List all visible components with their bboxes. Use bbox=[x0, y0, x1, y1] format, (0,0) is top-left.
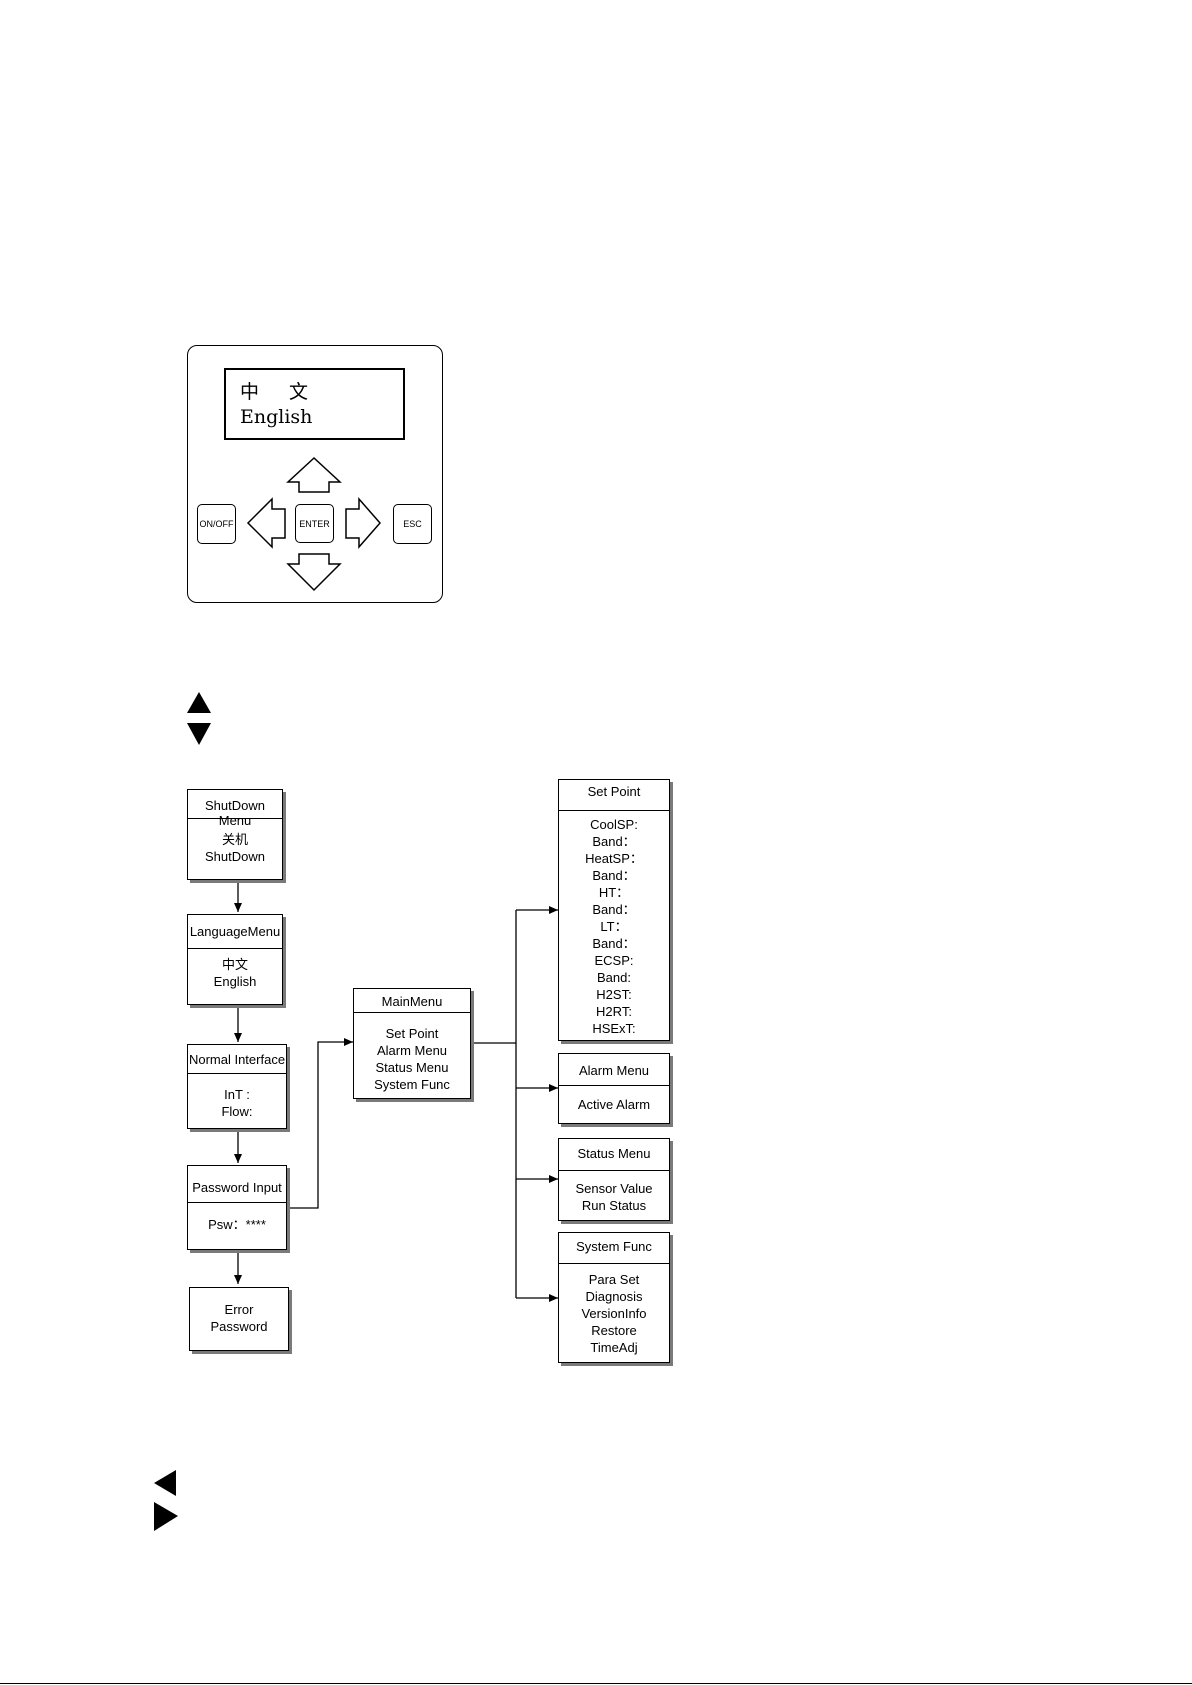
set-point-item: LT： bbox=[600, 919, 628, 934]
down-arrow-key[interactable] bbox=[286, 553, 342, 592]
set-point-item: Band： bbox=[592, 936, 636, 951]
down-triangle-icon bbox=[187, 723, 211, 745]
shutdown-menu-box: ShutDown Menu 关机 ShutDown bbox=[187, 789, 283, 880]
language-menu-title: LanguageMenu bbox=[189, 924, 281, 939]
right-triangle-icon bbox=[154, 1502, 178, 1531]
enter-button[interactable]: ENTER bbox=[295, 504, 334, 543]
shutdown-menu-title: ShutDown Menu bbox=[205, 798, 265, 828]
set-point-item: HeatSP： bbox=[585, 851, 643, 866]
normal-interface-body: InT : Flow: bbox=[188, 1086, 286, 1120]
main-menu-body: Set Point Alarm Menu Status Menu System … bbox=[354, 1025, 470, 1093]
lcd-line-1: 中 文 bbox=[240, 381, 321, 403]
normal-interface-title: Normal Interface bbox=[188, 1052, 286, 1067]
error-password-body: Error Password bbox=[190, 1301, 288, 1335]
set-point-body: CoolSP: Band： HeatSP： Band： HT： Band： LT… bbox=[559, 816, 669, 1037]
language-menu-line: 中文 bbox=[221, 957, 248, 972]
system-func-body: Para Set Diagnosis VersionInfo Restore T… bbox=[559, 1271, 669, 1356]
divider bbox=[188, 818, 282, 819]
shutdown-menu-line: 关机 bbox=[221, 832, 248, 847]
status-menu-item: Run Status bbox=[581, 1198, 647, 1213]
set-point-item: Band： bbox=[592, 834, 636, 849]
password-input-line: Psw：**** bbox=[208, 1217, 266, 1232]
lcd-display: 中 文 English bbox=[224, 368, 405, 440]
set-point-item: HT： bbox=[598, 885, 630, 900]
main-menu-item: System Func bbox=[374, 1077, 450, 1092]
page-bottom-rule bbox=[0, 1683, 1192, 1684]
error-password-line: Password bbox=[210, 1319, 268, 1334]
divider bbox=[559, 1170, 669, 1171]
normal-interface-box: Normal Interface InT : Flow: bbox=[187, 1044, 287, 1129]
onoff-button[interactable]: ON/OFF bbox=[197, 504, 236, 544]
language-menu-body: 中文 English bbox=[188, 956, 282, 990]
shutdown-menu-line: ShutDown bbox=[205, 849, 265, 864]
divider bbox=[188, 1202, 286, 1203]
set-point-item: Band： bbox=[592, 868, 636, 883]
set-point-item: Band: bbox=[597, 970, 631, 985]
lcd-line-2: English bbox=[240, 406, 313, 428]
system-func-item: TimeAdj bbox=[590, 1340, 638, 1355]
esc-button[interactable]: ESC bbox=[393, 504, 432, 544]
up-arrow-key[interactable] bbox=[286, 456, 342, 493]
up-down-legend bbox=[187, 692, 211, 745]
divider bbox=[354, 1012, 470, 1013]
up-triangle-icon bbox=[187, 692, 211, 713]
arrow-keys bbox=[246, 456, 381, 592]
set-point-item: CoolSP: bbox=[590, 817, 638, 832]
divider bbox=[188, 1073, 286, 1074]
divider bbox=[559, 1263, 669, 1264]
normal-interface-line: Flow: bbox=[221, 1104, 253, 1119]
divider bbox=[188, 948, 282, 949]
main-menu-item: Status Menu bbox=[375, 1060, 449, 1075]
alarm-menu-body: Active Alarm bbox=[559, 1096, 669, 1113]
left-right-legend bbox=[154, 1470, 178, 1531]
normal-interface-line: InT : bbox=[224, 1087, 250, 1102]
password-input-title: Password Input bbox=[192, 1180, 282, 1195]
alarm-menu-item: Active Alarm bbox=[577, 1097, 651, 1112]
language-menu-line: English bbox=[213, 974, 257, 989]
system-func-box: System Func Para Set Diagnosis VersionIn… bbox=[558, 1232, 670, 1363]
error-password-box: Error Password bbox=[189, 1287, 289, 1351]
main-menu-title: MainMenu bbox=[381, 994, 443, 1009]
set-point-item: H2RT: bbox=[596, 1004, 632, 1019]
system-func-item: VersionInfo bbox=[581, 1306, 647, 1321]
left-triangle-icon bbox=[154, 1470, 176, 1496]
error-password-line: Error bbox=[224, 1302, 254, 1317]
system-func-item: Diagnosis bbox=[585, 1289, 643, 1304]
set-point-item: HSExT: bbox=[592, 1021, 636, 1036]
status-menu-title: Status Menu bbox=[577, 1146, 651, 1161]
alarm-menu-title: Alarm Menu bbox=[578, 1063, 650, 1078]
system-func-item: Restore bbox=[591, 1323, 637, 1338]
system-func-title: System Func bbox=[576, 1239, 652, 1254]
right-arrow-key[interactable] bbox=[345, 497, 381, 549]
divider bbox=[559, 810, 669, 811]
set-point-box: Set Point CoolSP: Band： HeatSP： Band： HT… bbox=[558, 779, 670, 1041]
main-menu-box: MainMenu Set Point Alarm Menu Status Men… bbox=[353, 988, 471, 1099]
password-input-box: Password Input Psw：**** bbox=[187, 1165, 287, 1250]
main-menu-item: Set Point bbox=[385, 1026, 439, 1041]
divider bbox=[559, 1085, 669, 1086]
set-point-title: Set Point bbox=[587, 784, 641, 799]
main-menu-item: Alarm Menu bbox=[376, 1043, 448, 1058]
left-arrow-key[interactable] bbox=[246, 497, 286, 549]
status-menu-box: Status Menu Sensor Value Run Status bbox=[558, 1138, 670, 1221]
password-input-body: Psw：**** bbox=[188, 1216, 286, 1233]
shutdown-menu-body: 关机 ShutDown bbox=[188, 831, 282, 865]
set-point-item: H2ST: bbox=[596, 987, 632, 1002]
language-menu-box: LanguageMenu 中文 English bbox=[187, 914, 283, 1005]
status-menu-body: Sensor Value Run Status bbox=[559, 1180, 669, 1214]
set-point-item: Band： bbox=[592, 902, 636, 917]
set-point-item: ECSP: bbox=[594, 953, 634, 968]
status-menu-item: Sensor Value bbox=[575, 1181, 653, 1196]
alarm-menu-box: Alarm Menu Active Alarm bbox=[558, 1053, 670, 1124]
edge-password-main bbox=[287, 1038, 353, 1209]
system-func-item: Para Set bbox=[588, 1272, 640, 1287]
controller-panel bbox=[187, 345, 443, 603]
